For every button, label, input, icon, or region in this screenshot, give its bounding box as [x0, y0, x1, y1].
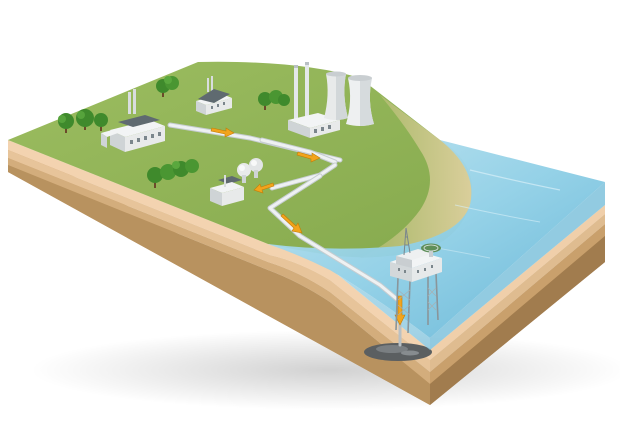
soil-front-face: [8, 140, 430, 405]
reservoir-icon: [364, 343, 432, 361]
tree-icon: [58, 113, 74, 133]
arrow-icon: [253, 182, 275, 194]
tree-icon: [147, 159, 199, 188]
arrow-icon: [210, 127, 235, 138]
arrow-icon: [296, 151, 321, 163]
gas-plant-icon: [210, 158, 263, 206]
tree-icon: [258, 90, 290, 110]
offshore-platform-icon: [390, 227, 442, 334]
cooling-tower-icon: [324, 71, 348, 120]
trees: [58, 76, 290, 188]
factory-icon: [101, 89, 165, 152]
flow-arrows: [210, 127, 406, 326]
cooling-tower-icon: [346, 75, 374, 126]
soil-right-face: [430, 205, 605, 405]
sea: [268, 140, 605, 350]
arrow-icon: [280, 213, 303, 234]
injection-arrow-icon: [394, 295, 406, 326]
house-icon: [196, 76, 232, 115]
tree-icon: [94, 113, 108, 131]
land-surface: [8, 61, 472, 258]
tree-icon: [156, 76, 179, 97]
helipad-icon: [421, 243, 441, 257]
tree-icon: [76, 109, 94, 130]
